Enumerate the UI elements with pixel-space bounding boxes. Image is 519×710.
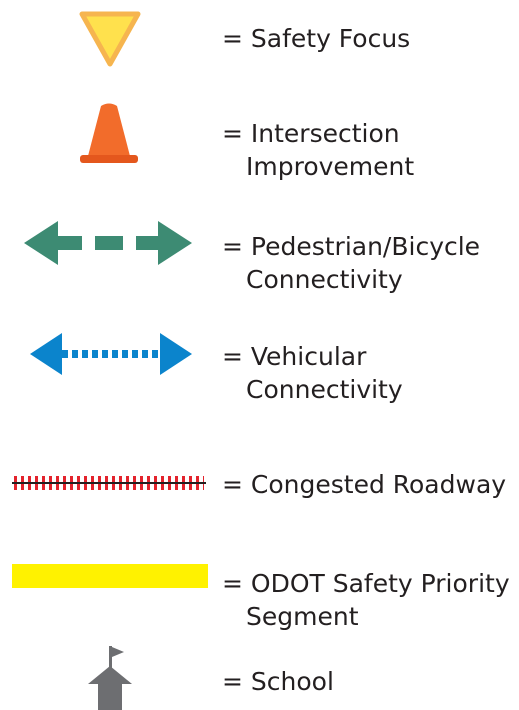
traffic-cone-icon bbox=[80, 103, 138, 163]
dashed-double-arrow-icon bbox=[24, 221, 192, 265]
legend-label-line: Connectivity bbox=[246, 375, 403, 404]
legend-label-line: = Vehicular bbox=[222, 342, 367, 371]
legend-label-line: = School bbox=[222, 667, 334, 696]
school-icon bbox=[88, 646, 132, 710]
legend-label-line: = Safety Focus bbox=[222, 24, 411, 53]
legend-label-line: = Intersection bbox=[222, 119, 400, 148]
legend-label-line: = Pedestrian/Bicycle bbox=[222, 232, 481, 261]
legend-label-school: = School bbox=[222, 665, 334, 698]
legend-label-intersection-improvement: = Intersection Improvement bbox=[222, 117, 414, 183]
legend-label-pedestrian-bicycle: = Pedestrian/Bicycle Connectivity bbox=[222, 230, 480, 296]
legend-label-vehicular: = Vehicular Connectivity bbox=[222, 340, 403, 406]
legend-label-line: Improvement bbox=[246, 152, 415, 181]
hatched-line-icon bbox=[12, 476, 206, 490]
legend-label-line: = ODOT Safety Priority bbox=[222, 569, 510, 598]
legend-label-line: Connectivity bbox=[246, 265, 403, 294]
dotted-double-arrow-icon bbox=[30, 333, 192, 375]
legend-label-odot-safety-priority: = ODOT Safety Priority Segment bbox=[222, 567, 510, 633]
yield-triangle-icon bbox=[79, 11, 141, 67]
legend-label-line: Segment bbox=[246, 602, 359, 631]
legend-label-line: = Congested Roadway bbox=[222, 470, 507, 499]
legend-label-congested-roadway: = Congested Roadway bbox=[222, 468, 506, 501]
yellow-bar-icon bbox=[12, 564, 208, 588]
legend-label-safety-focus: = Safety Focus bbox=[222, 22, 410, 55]
